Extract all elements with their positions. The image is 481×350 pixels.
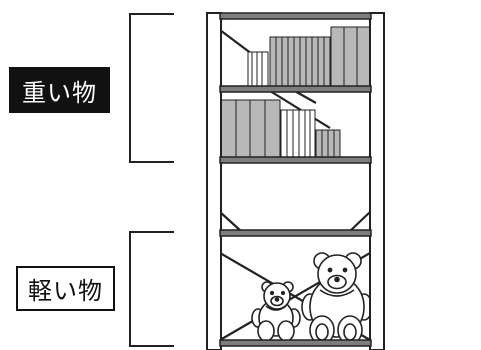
heavy-bracket [129, 13, 174, 163]
shelf-board [219, 85, 372, 93]
large-teddy-bear [301, 252, 373, 345]
heavy-items-label: 重い物 [9, 67, 110, 113]
shelf-board [219, 339, 372, 347]
light-bracket [129, 231, 174, 347]
shelf-board [219, 156, 372, 164]
shelf-board [219, 12, 372, 20]
second-shelf-books [220, 99, 341, 158]
top-shelf-books [247, 26, 371, 87]
small-teddy-bear [251, 281, 301, 342]
light-items-label: 軽い物 [16, 266, 115, 311]
shelf-board [219, 229, 372, 237]
right-post [369, 12, 385, 350]
bookshelf-frame [206, 12, 385, 350]
left-post [206, 12, 222, 350]
